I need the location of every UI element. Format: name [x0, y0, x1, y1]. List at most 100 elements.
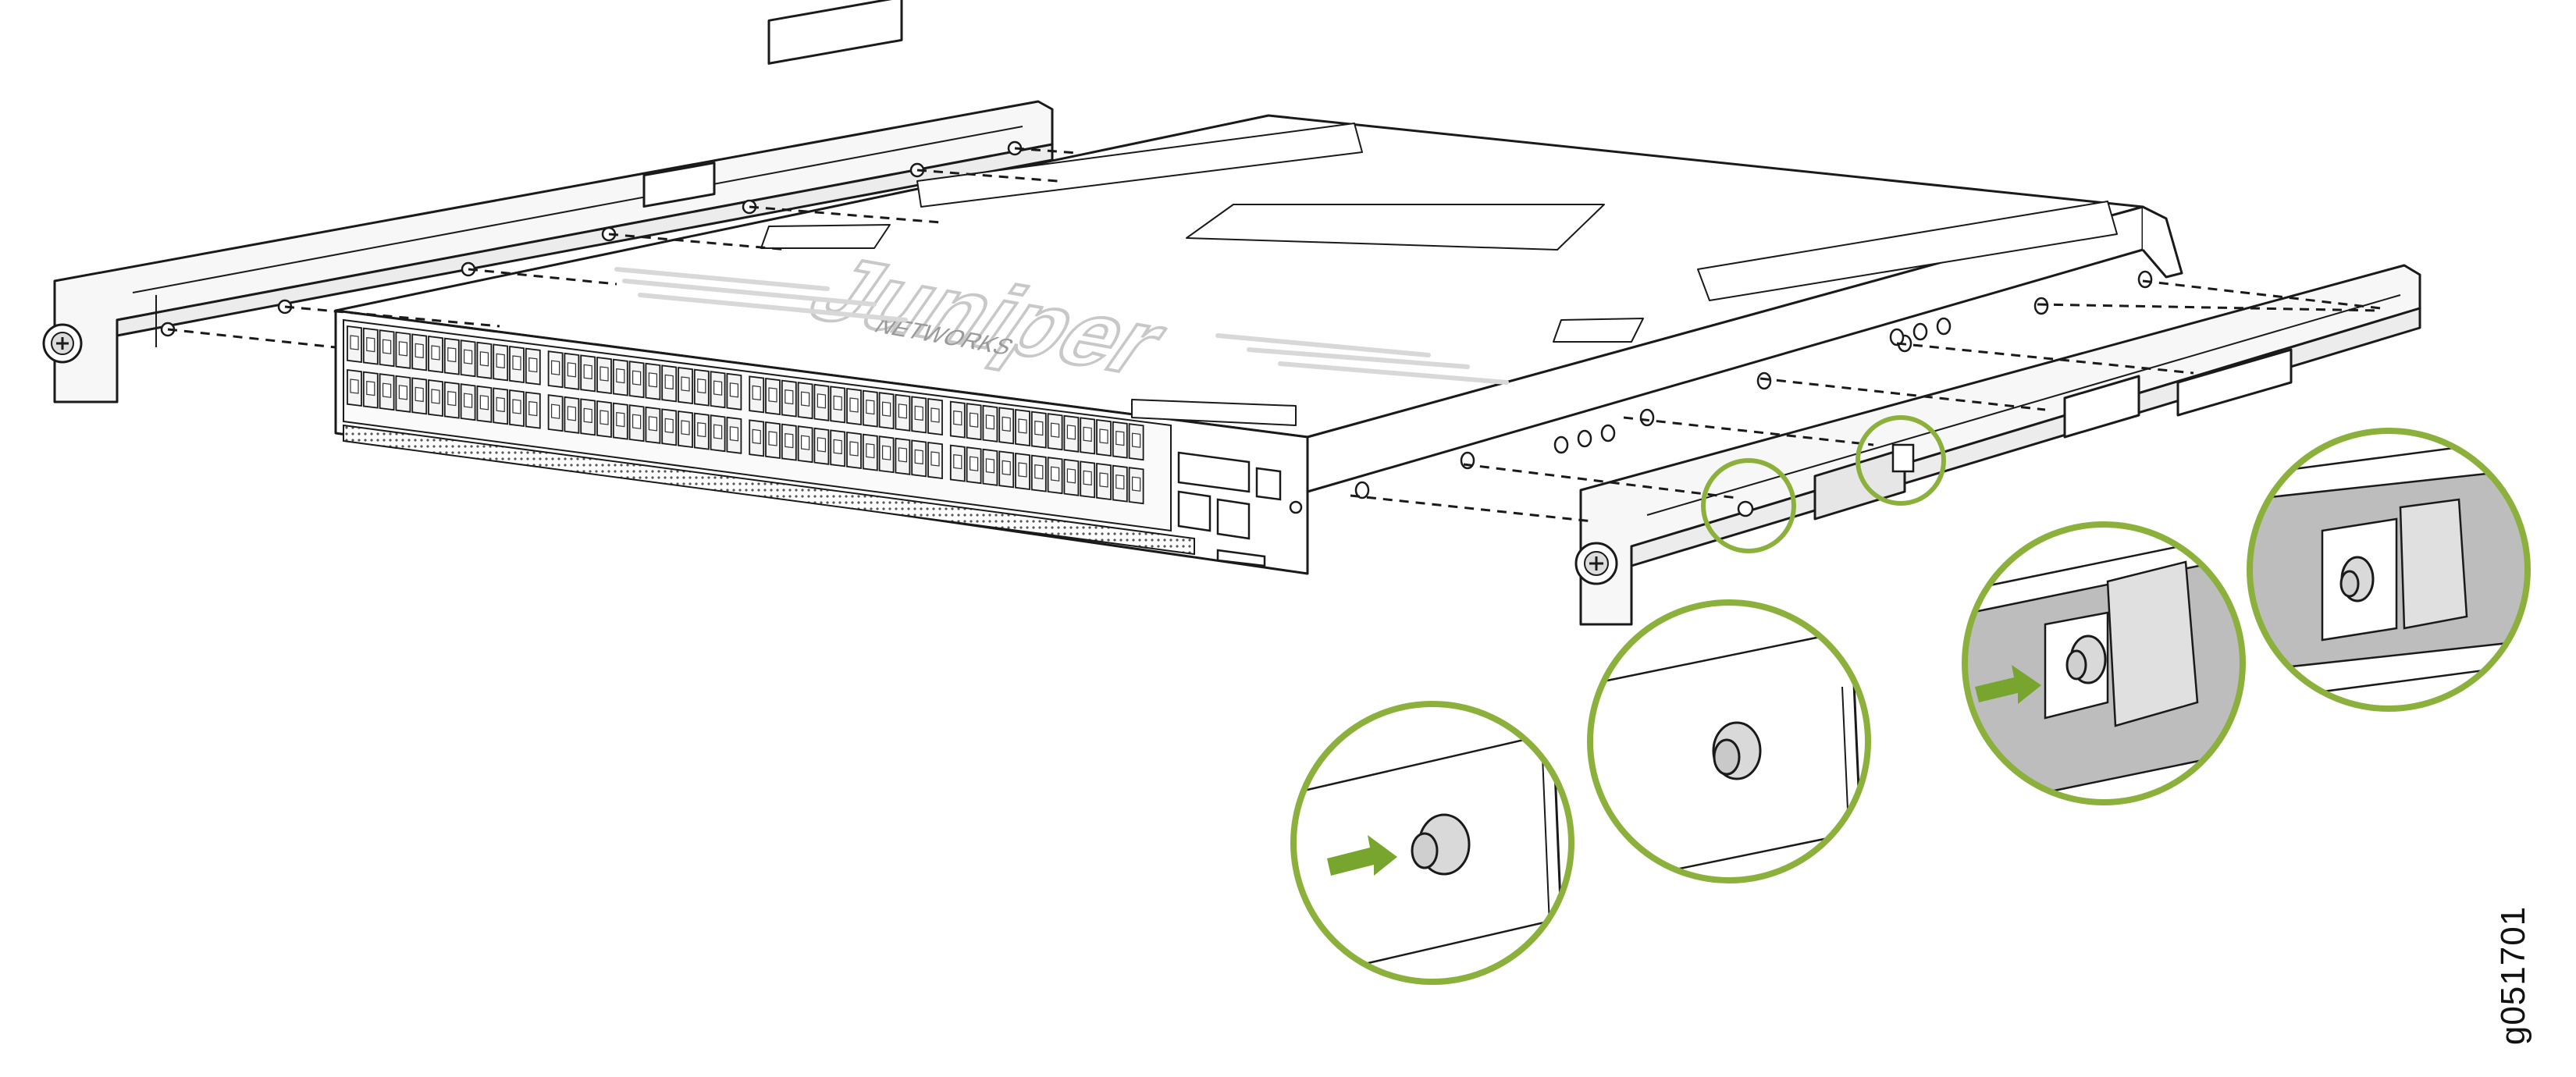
- sfp-port-latch: [985, 414, 994, 430]
- sfp-port-latch: [768, 387, 777, 403]
- sfp-port-latch: [833, 395, 842, 411]
- rail-latch-arrow-icon: [1975, 634, 2107, 704]
- mounting-hole: [1912, 322, 1928, 341]
- sfp-port-latch: [431, 345, 440, 361]
- sfp-port-latch: [1002, 416, 1011, 432]
- sfp-port-latch: [528, 357, 538, 373]
- sfp-port-latch: [898, 447, 907, 463]
- right-mounting-rail: [1579, 264, 2421, 626]
- sfp-port-latch: [551, 403, 560, 419]
- sfp-port-latch: [366, 336, 375, 353]
- sfp-port-latch: [567, 406, 576, 421]
- sfp-port-latch: [648, 372, 657, 388]
- sfp-port-latch: [528, 400, 538, 417]
- sfp-port-latch: [600, 366, 609, 382]
- sfp-port-latch: [1034, 464, 1044, 480]
- front-vent-strip: [343, 424, 1195, 556]
- sfp-port-latch: [616, 411, 625, 428]
- sfp-port-latch: [616, 368, 625, 384]
- sfp-port-latch: [1018, 418, 1027, 434]
- mounting-hole: [1889, 328, 1905, 347]
- sfp-port-latch: [1051, 466, 1060, 482]
- sfp-port-latch: [882, 401, 891, 417]
- port-grid: [347, 325, 1144, 505]
- sfp-port-latch: [431, 389, 440, 404]
- sfp-port-latch: [930, 407, 940, 423]
- mounting-hole: [1600, 424, 1616, 443]
- sfp-port-latch: [1083, 426, 1092, 443]
- sfp-port-latch: [970, 412, 979, 428]
- sfp-port-latch: [1018, 462, 1027, 478]
- sfp-port-latch: [785, 432, 794, 449]
- right-rail-thumbscrew-icon: [1574, 542, 1618, 585]
- sfp-port-latch: [849, 441, 859, 457]
- sfp-port-latch: [681, 376, 690, 392]
- sfp-port-latch: [1115, 430, 1125, 446]
- rail-latch-icon: [2339, 556, 2375, 602]
- sfp-port-latch: [914, 405, 923, 421]
- callout-latch-locked: [2247, 428, 2531, 712]
- sfp-port-latch: [930, 451, 940, 467]
- figure-id: g051701: [2494, 905, 2532, 1046]
- mounting-hole: [1354, 481, 1370, 499]
- mounting-standoff-arrow-icon: [1327, 813, 1471, 876]
- sfp-port-latch: [697, 378, 706, 394]
- mounting-hole: [1553, 435, 1569, 454]
- left-rail-thumbscrew-icon: [42, 323, 83, 364]
- mounting-hole: [2137, 270, 2153, 289]
- sfp-port-latch: [382, 382, 392, 398]
- sfp-port-latch: [583, 364, 592, 380]
- sfp-port-latch: [479, 395, 489, 411]
- sfp-port-latch: [583, 407, 592, 424]
- sfp-port-latch: [1002, 460, 1011, 476]
- sfp-port-latch: [970, 456, 979, 471]
- sfp-port-latch: [768, 431, 777, 446]
- sfp-port-latch: [1132, 476, 1141, 492]
- left-mounting-rail: [53, 0, 1054, 403]
- sfp-port-latch: [415, 343, 424, 359]
- sfp-port-latch: [801, 391, 810, 407]
- sfp-port-latch: [1066, 425, 1076, 440]
- sfp-port-latch: [366, 380, 375, 396]
- sfp-port-latch: [713, 424, 723, 439]
- sfp-port-latch: [382, 339, 392, 354]
- sfp-port-latch: [1066, 468, 1076, 484]
- sfp-port-latch: [866, 399, 875, 415]
- sfp-port-latch: [447, 390, 457, 407]
- mounting-hole: [2033, 297, 2049, 315]
- sfp-port-latch: [1051, 422, 1060, 438]
- sfp-port-latch: [398, 385, 407, 400]
- sfp-port-latch: [1099, 428, 1108, 444]
- sfp-port-latch: [985, 458, 994, 474]
- sfp-port-latch: [350, 379, 359, 394]
- sfp-port-latch: [1034, 420, 1044, 436]
- sfp-port-latch: [632, 414, 642, 429]
- sfp-port-latch: [664, 418, 674, 434]
- sfp-port-latch: [512, 355, 521, 371]
- alignment-guides: [167, 147, 2382, 523]
- callout-latch-insert: [1962, 521, 2246, 805]
- sfp-port-latch: [849, 397, 859, 413]
- sfp-port-latch: [729, 426, 738, 442]
- mounting-hole: [1936, 317, 1952, 336]
- sfp-port-latch: [567, 362, 576, 378]
- sfp-port-latch: [398, 341, 407, 357]
- sfp-port-latch: [697, 421, 706, 438]
- sfp-port-latch: [464, 349, 473, 364]
- sfp-port-latch: [752, 428, 761, 445]
- sfp-port-latch: [415, 386, 424, 403]
- management-ports: [1177, 451, 1303, 567]
- mounting-hole: [1756, 371, 1772, 390]
- top-grille: [614, 267, 1509, 385]
- figure-id-label: g051701: [2490, 905, 2537, 1046]
- callout-standoff-seated: [1587, 599, 1871, 883]
- sfp-port-latch: [882, 445, 891, 460]
- sfp-port-latch: [464, 393, 473, 408]
- sfp-port-latch: [713, 380, 723, 396]
- sfp-port-latch: [600, 410, 609, 425]
- sfp-port-latch: [551, 360, 560, 375]
- sfp-port-latch: [752, 385, 761, 401]
- sfp-port-latch: [664, 374, 674, 390]
- sfp-port-latch: [866, 443, 875, 459]
